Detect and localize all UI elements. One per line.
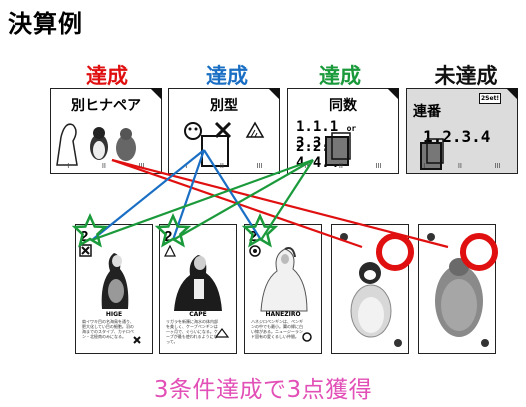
corner-mark bbox=[268, 88, 280, 100]
penguin-photo bbox=[249, 245, 312, 342]
card-name: CAPE bbox=[189, 311, 207, 318]
page-title: 決算例 bbox=[8, 10, 83, 38]
blue-link-line bbox=[203, 149, 262, 241]
status-label-green: 達成 bbox=[319, 64, 361, 88]
status-label-red: 達成 bbox=[86, 64, 128, 88]
sequence-numbers: 1.2.3.4 bbox=[423, 127, 491, 146]
card-number: 2 bbox=[164, 228, 173, 245]
card-text: ハネジロペンギンは、ペンギンの中でも最小。翼の縁に白い線がある。ニュージーランド… bbox=[251, 319, 303, 339]
star-marker bbox=[154, 212, 192, 248]
star-marker bbox=[241, 212, 279, 248]
penguin-card-hanezirо: 2 HANEZIRO ハネジロペンギンは、ペンギンの中でも最小。翼の縁に白い線が… bbox=[244, 224, 322, 354]
card-number: 2 bbox=[80, 228, 89, 245]
stack-symbol bbox=[325, 132, 351, 166]
result-caption: 3条件達成で3点獲得 bbox=[153, 377, 373, 403]
green-link-line bbox=[91, 158, 314, 242]
penguin-chick-card-2 bbox=[418, 224, 496, 354]
star-marker bbox=[71, 212, 109, 248]
goal-label: 別型 bbox=[210, 98, 238, 114]
circle-marker bbox=[460, 233, 498, 271]
penguin-pair-illustration bbox=[56, 123, 136, 166]
blue-link-line bbox=[91, 149, 205, 241]
set-badge: 2Set! bbox=[479, 93, 502, 104]
corner-mark bbox=[387, 88, 399, 100]
goal-label: 同数 bbox=[329, 98, 357, 114]
penguin-chick-card-1 bbox=[331, 224, 409, 354]
status-label-unachieved: 未達成 bbox=[434, 64, 498, 88]
penguin-photo bbox=[164, 244, 230, 338]
penguin-card-cape: 2 CAPE リガラを新陳に海水の体内部を美しく、ケープペンギンは一ヶ月で、ぐら… bbox=[159, 224, 237, 354]
red-link-line bbox=[111, 158, 449, 249]
card-text: リガラを新陳に海水の体内部を美しく、ケープペンギンは一ヶ月で、ぐらいになる。ケー… bbox=[166, 319, 218, 344]
penguin-card-hige: 2 HIGE 肩イワキ目の名海鳥を通り、肥大化してい目の細胞。羽の海までのスタイ… bbox=[75, 224, 153, 354]
card-name: HANEZIRO bbox=[265, 311, 301, 318]
card-name: HIGE bbox=[105, 311, 123, 318]
goal-label: 別ヒナペア bbox=[71, 98, 141, 114]
corner-mark bbox=[506, 88, 518, 100]
status-label-blue: 達成 bbox=[206, 64, 248, 88]
chick-photo bbox=[340, 233, 402, 347]
corner-mark bbox=[150, 88, 162, 100]
card-text: 肩イワキ目の名海鳥を通り、肥大化してい目の細胞。羽の海までのスタイブ、カテロペン… bbox=[82, 319, 134, 339]
type-symbols bbox=[184, 121, 265, 167]
chick-photo bbox=[427, 233, 489, 347]
stack-symbol bbox=[420, 138, 444, 170]
goal-label: 連番 bbox=[413, 104, 441, 120]
circle-marker bbox=[376, 233, 414, 271]
green-link-line bbox=[172, 159, 314, 241]
penguin-photo bbox=[79, 244, 141, 344]
